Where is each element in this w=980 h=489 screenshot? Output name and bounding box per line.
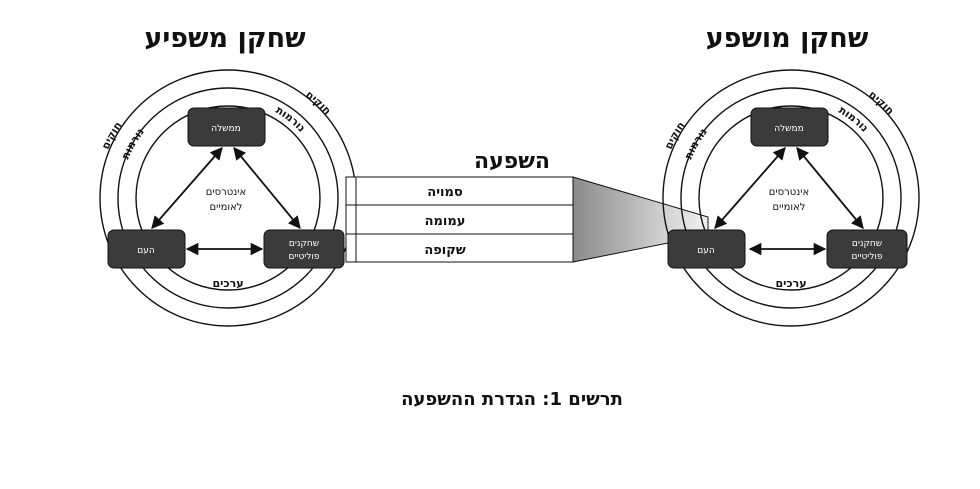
- figure-caption: תרשים 1: הגדרת ההשפעה: [401, 389, 623, 410]
- political-actors-label-2: פוליטיים: [288, 252, 319, 262]
- left-panel: שחקן משפיע חוקים חוקים נורמות נורמות ממש…: [99, 23, 357, 327]
- left-panel-title: שחקן משפיע: [144, 23, 306, 54]
- national-interests-1: אינטרסים: [206, 187, 246, 198]
- political-actors-box: [826, 229, 908, 269]
- values-label: ערכים: [775, 277, 806, 290]
- government-label: ממשלה: [774, 124, 804, 134]
- government-box: [187, 107, 266, 147]
- channel-transparent: שקופה: [424, 243, 466, 258]
- national-interests-2: לאומיים: [773, 202, 806, 213]
- ring-label-laws-right: חוקים: [866, 89, 896, 118]
- middle-ring: [680, 87, 902, 309]
- channel-ambiguous: עמומה: [425, 214, 466, 229]
- political-actors-label-2: פוליטיים: [851, 252, 882, 262]
- inner-ring: [698, 105, 884, 291]
- arrow-government-people: [151, 147, 223, 229]
- people-box: [667, 229, 746, 269]
- ring-label-laws-right: חוקים: [303, 89, 333, 118]
- channel-covert: סמויה: [427, 185, 463, 200]
- people-box: [107, 229, 186, 269]
- people-label: העם: [697, 246, 715, 256]
- ring-label-norms-left: נורמות: [683, 126, 710, 161]
- right-panel-title: שחקן מושפע: [706, 23, 869, 54]
- outer-ring: [662, 69, 920, 327]
- influence-heading: השפעה: [474, 149, 550, 174]
- channels-frame: [345, 176, 574, 263]
- right-panel: שחקן מושפע חוקים חוקים נורמות נורמות ממש…: [662, 23, 920, 327]
- arrow-government-people: [714, 147, 786, 229]
- ring-label-laws-left: חוקים: [663, 120, 688, 152]
- political-actors-label-1: שחקנים: [852, 239, 882, 249]
- values-label: ערכים: [212, 277, 243, 290]
- ring-label-norms-left: נורמות: [120, 126, 147, 161]
- arrow-government-political: [233, 147, 301, 229]
- people-label: העם: [137, 246, 155, 256]
- middle-ring: [117, 87, 339, 309]
- national-interests-2: לאומיים: [210, 202, 243, 213]
- ring-label-laws-left: חוקים: [100, 120, 125, 152]
- government-label: ממשלה: [211, 124, 241, 134]
- government-box: [750, 107, 829, 147]
- national-interests-1: אינטרסים: [769, 187, 809, 198]
- political-actors-label-1: שחקנים: [289, 239, 319, 249]
- political-actors-box: [263, 229, 345, 269]
- inner-ring: [135, 105, 321, 291]
- arrow-government-political: [796, 147, 864, 229]
- influence-channels: השפעה סמויה עמומה שקופה: [345, 149, 574, 263]
